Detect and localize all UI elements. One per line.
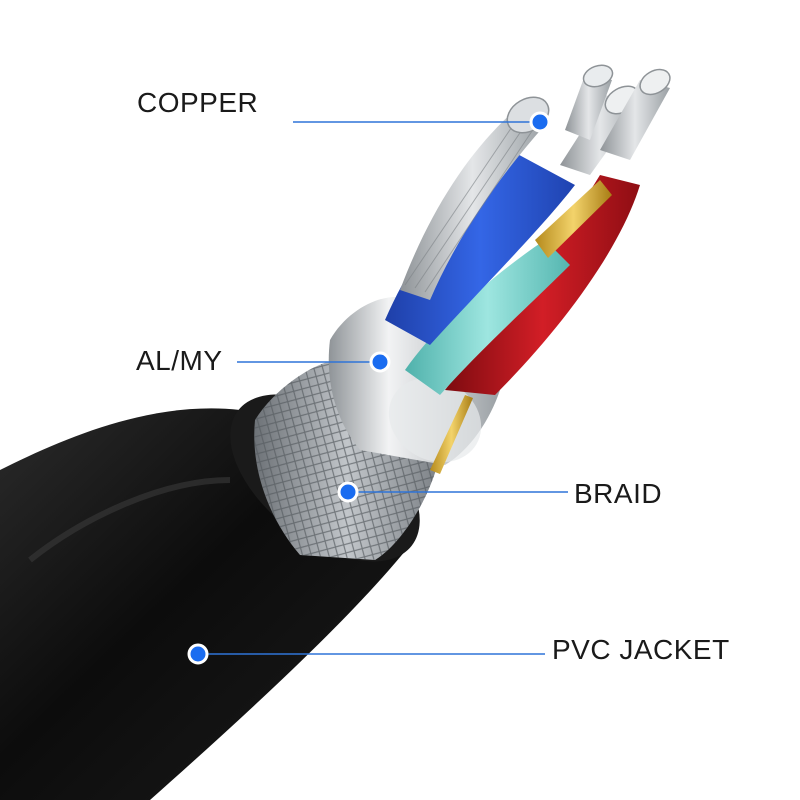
callout-braid bbox=[337, 481, 568, 503]
gold-wire-shape bbox=[430, 180, 612, 474]
callout-dot-almy bbox=[369, 351, 391, 373]
al-my-label: AL/MY bbox=[136, 345, 223, 376]
conductor-tips-shape bbox=[560, 64, 671, 175]
copper-label: COPPER bbox=[137, 87, 259, 118]
callout-pvc bbox=[187, 643, 545, 665]
braid-label: BRAID bbox=[574, 478, 663, 509]
callout-almy bbox=[237, 351, 391, 373]
callout-copper bbox=[293, 111, 551, 133]
callout-dot-copper bbox=[529, 111, 551, 133]
pvc-jacket-label: PVC JACKET bbox=[552, 634, 730, 665]
callout-dot-braid bbox=[337, 481, 359, 503]
blue-wire-shape bbox=[385, 150, 575, 345]
teal-wire-shape bbox=[405, 240, 570, 395]
callout-dot-pvc bbox=[187, 643, 209, 665]
